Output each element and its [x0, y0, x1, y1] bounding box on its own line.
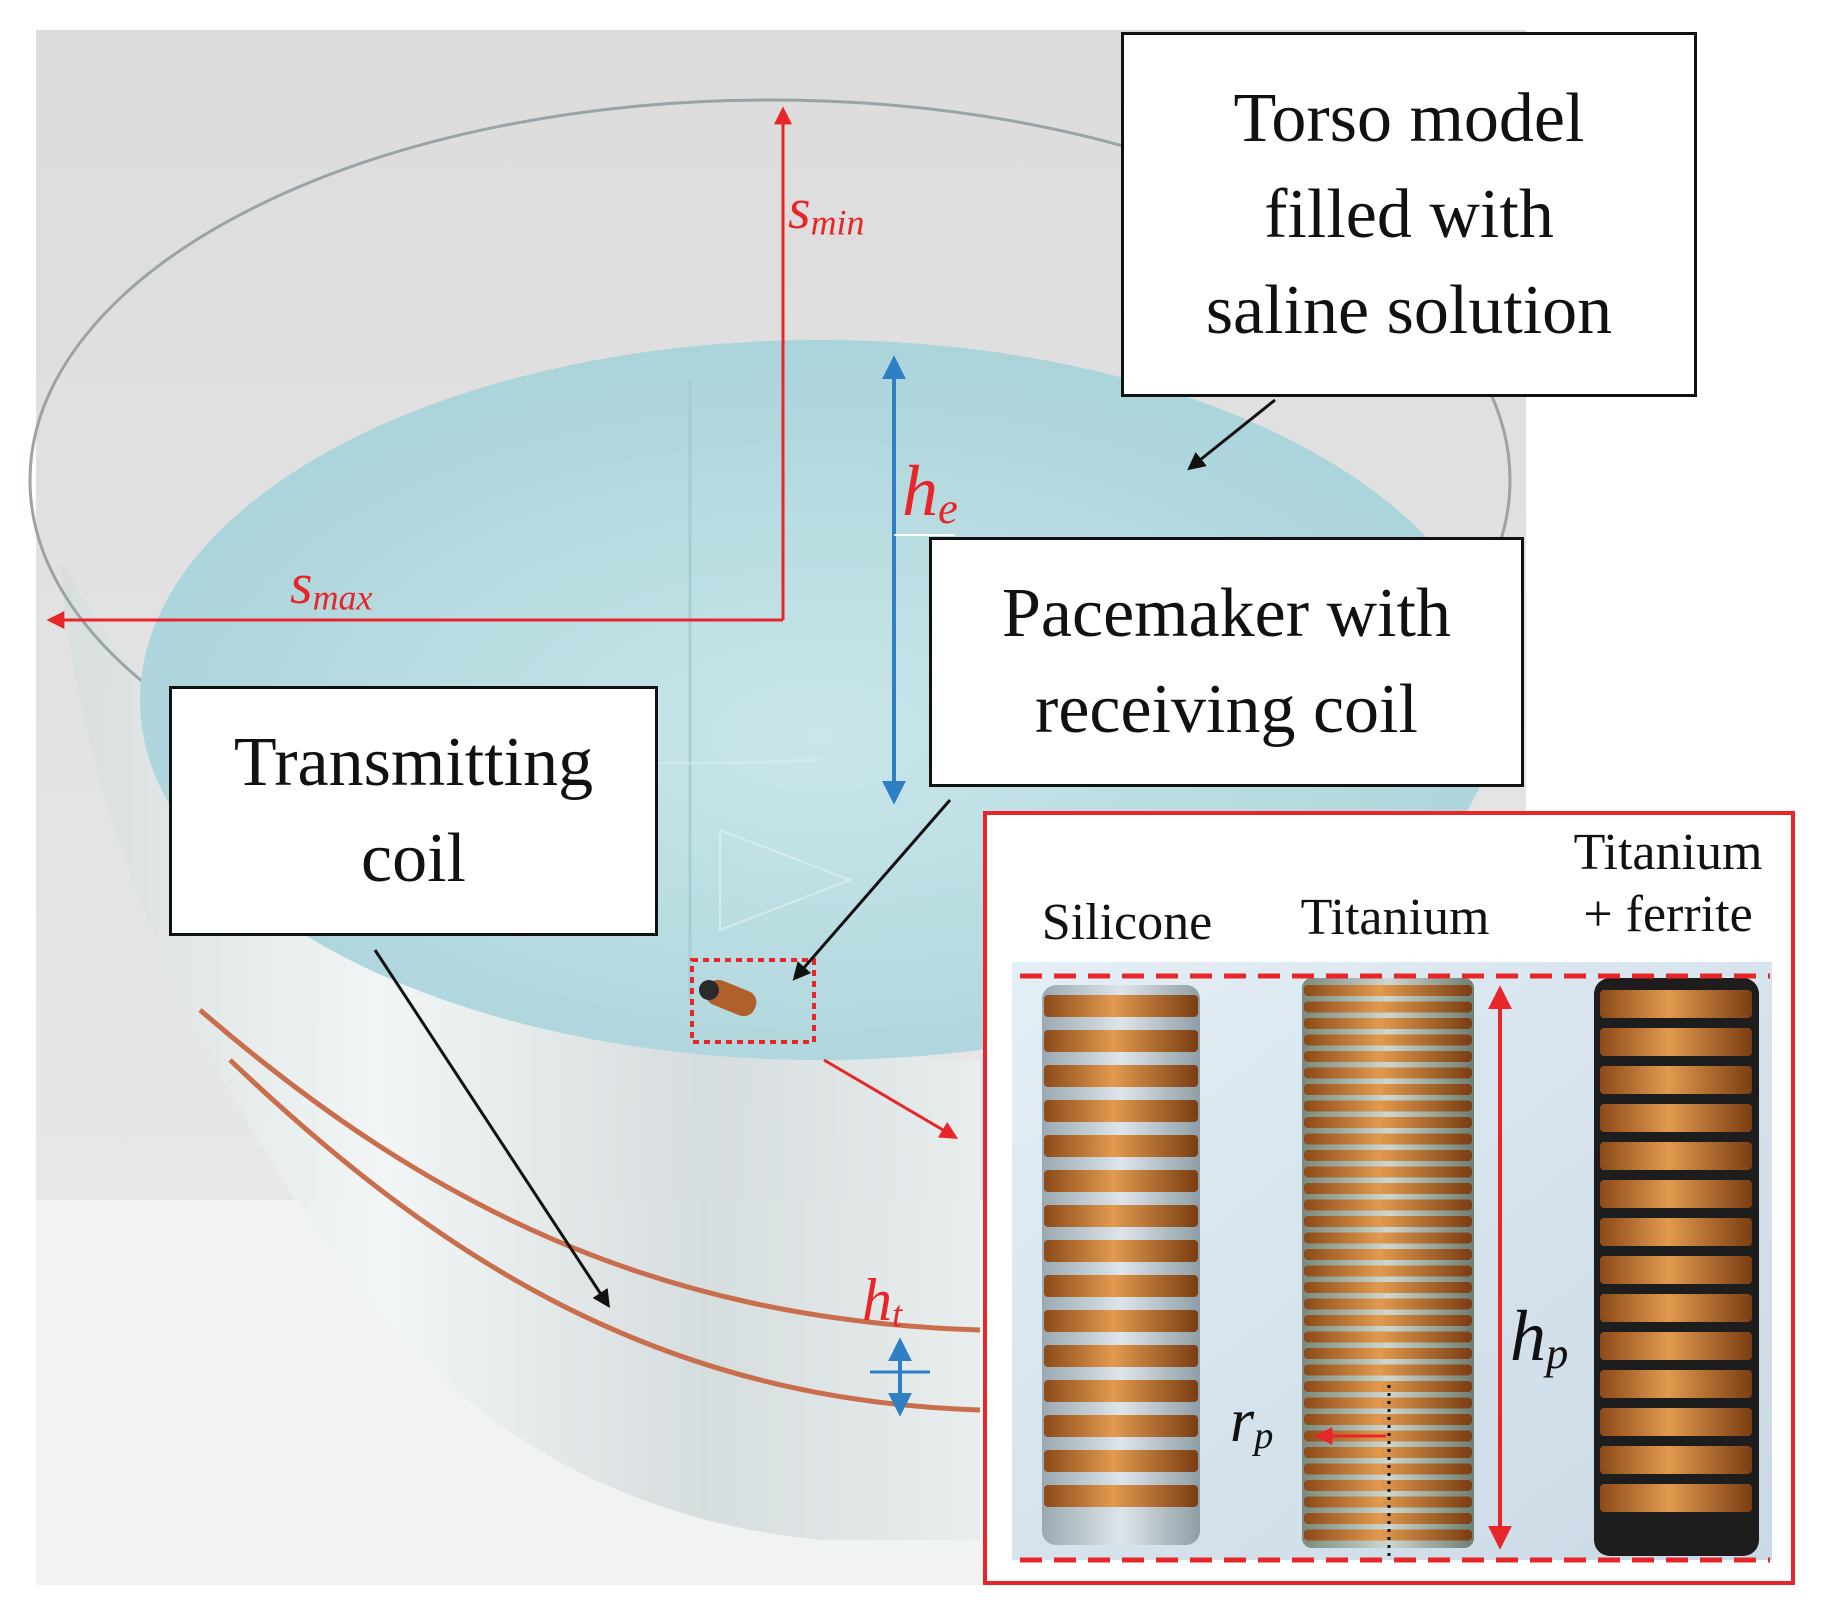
titanium-coil — [1302, 978, 1474, 1548]
transmitting-callout-line-2: coil — [361, 820, 466, 897]
titanium-winding — [1304, 1348, 1472, 1359]
pacemaker-callout-line-1: Pacemaker with — [1002, 575, 1451, 652]
titanium-winding — [1304, 1051, 1472, 1062]
pacemaker-device — [699, 979, 757, 1017]
titanium-winding — [1304, 1331, 1472, 1343]
silicone-winding — [1044, 1275, 1198, 1297]
ferrite-winding — [1600, 1256, 1752, 1284]
silicone-winding — [1044, 1205, 1198, 1227]
titanium-winding — [1304, 1298, 1472, 1310]
titanium-winding — [1304, 1084, 1472, 1095]
torso-callout-line-2: filled with — [1264, 175, 1554, 253]
pacemaker-highlight-box — [690, 958, 816, 1044]
silicone-winding — [1044, 1135, 1198, 1157]
h-e-symbol: he — [902, 451, 958, 534]
ferrite-winding — [1600, 1180, 1752, 1208]
titanium-winding — [1304, 1183, 1472, 1194]
transmit-coil-turn-2 — [228, 1058, 981, 1413]
silicone-winding — [1044, 1240, 1198, 1262]
titanium-winding — [1304, 1117, 1472, 1128]
titanium-winding — [1304, 1100, 1472, 1112]
ferrite-winding — [1600, 1332, 1752, 1360]
torso-callout-line-1: Torso model — [1233, 79, 1585, 157]
zoom-arrow — [823, 1058, 959, 1139]
pacemaker-callout-line-2: receiving coil — [1035, 671, 1418, 748]
ferrite-winding — [1600, 1142, 1752, 1170]
silicone-winding — [1044, 995, 1198, 1017]
titanium-winding — [1304, 1496, 1472, 1508]
s-min-symbol: smin — [788, 176, 865, 243]
silicone-winding — [1044, 1310, 1198, 1332]
ferrite-winding — [1600, 990, 1752, 1018]
silicone-winding — [1044, 1380, 1198, 1402]
transmitting-leader — [373, 949, 610, 1309]
silicone-winding — [1044, 1030, 1198, 1052]
silicone-winding — [1044, 1485, 1198, 1507]
silicone-winding — [1044, 1170, 1198, 1192]
ferrite-winding — [1600, 1370, 1752, 1398]
sample-label-titanium-ferrite: Titanium + ferrite — [1573, 824, 1763, 943]
ferrite-winding — [1600, 1218, 1752, 1246]
sample-label-silicone: Silicone — [1041, 894, 1213, 951]
ferrite-winding — [1600, 1446, 1752, 1474]
titanium-winding — [1304, 1513, 1472, 1524]
silicone-winding — [1044, 1065, 1198, 1087]
r-p-symbol: rp — [1230, 1387, 1274, 1457]
silicone-winding — [1044, 1450, 1198, 1472]
ferrite-winding — [1600, 1408, 1752, 1436]
titanium-winding — [1304, 985, 1472, 996]
ferrite-coil — [1594, 978, 1759, 1556]
titanium-winding — [1304, 1463, 1472, 1475]
sample-label-titanium: Titanium — [1300, 889, 1490, 946]
transmitting-callout-line-1: Transmitting — [233, 724, 594, 801]
ferrite-winding — [1600, 1028, 1752, 1056]
titanium-winding — [1304, 1315, 1472, 1326]
ferrite-coil-turns — [1600, 990, 1752, 1512]
torso-callout-line-3: saline solution — [1205, 271, 1613, 349]
titanium-winding — [1304, 1265, 1472, 1277]
h-t-symbol: ht — [862, 1267, 903, 1336]
titanium-winding — [1304, 1447, 1472, 1458]
transmit-coil-turn-1 — [198, 1008, 981, 1333]
pacemaker-callout: Pacemaker with receiving coil — [929, 537, 1524, 787]
pacemaker-leader — [792, 799, 952, 981]
silicone-winding — [1044, 1415, 1198, 1437]
ferrite-winding — [1600, 1104, 1752, 1132]
silicone-coil — [1042, 985, 1200, 1545]
ferrite-winding — [1600, 1484, 1752, 1512]
silicone-winding — [1044, 1345, 1198, 1367]
ferrite-winding — [1600, 1294, 1752, 1322]
titanium-winding — [1304, 1249, 1472, 1260]
s-max-symbol: smax — [290, 551, 373, 618]
torso-leader — [1187, 398, 1276, 471]
titanium-winding — [1304, 1216, 1472, 1227]
titanium-winding — [1304, 1232, 1472, 1244]
transmitting-callout: Transmitting coil — [169, 686, 658, 936]
titanium-winding — [1304, 1199, 1472, 1211]
silicone-coil-turns — [1044, 995, 1198, 1507]
h-p-symbol: hp — [1510, 1296, 1569, 1379]
titanium-winding — [1304, 1034, 1472, 1046]
titanium-winding — [1304, 1364, 1472, 1376]
titanium-winding — [1304, 1282, 1472, 1293]
titanium-coil-turns — [1304, 985, 1472, 1541]
titanium-winding — [1304, 1067, 1472, 1079]
torso-callout: Torso model filled with saline solution — [1121, 32, 1697, 397]
titanium-winding — [1304, 1150, 1472, 1161]
vessel-wall — [60, 560, 980, 1540]
silicone-winding — [1044, 1100, 1198, 1122]
titanium-winding — [1304, 1001, 1472, 1013]
ferrite-winding — [1600, 1066, 1752, 1094]
titanium-winding — [1304, 1480, 1472, 1491]
titanium-winding — [1304, 1133, 1472, 1145]
titanium-winding — [1304, 1166, 1472, 1178]
titanium-winding — [1304, 1529, 1472, 1541]
titanium-winding — [1304, 1018, 1472, 1029]
